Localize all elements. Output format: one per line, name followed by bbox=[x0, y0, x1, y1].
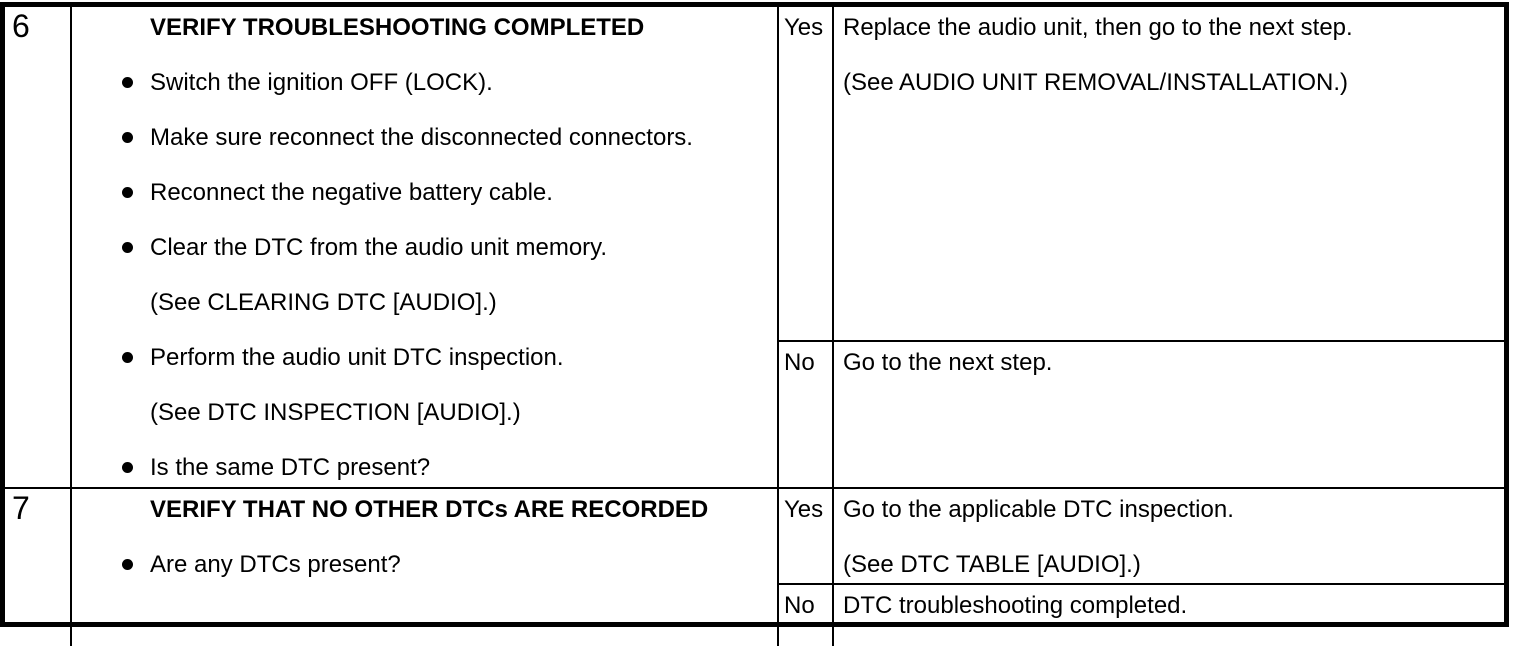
step-number-cell: 6 bbox=[5, 7, 72, 487]
action-item-text: Are any DTCs present? bbox=[150, 551, 401, 578]
action-cell: VERIFY THAT NO OTHER DTCs ARE RECORDED A… bbox=[72, 489, 779, 646]
action-item-text: Switch the ignition OFF (LOCK). bbox=[150, 69, 493, 96]
result-cell: Go to the next step. bbox=[834, 342, 1504, 487]
result-line: DTC troubleshooting completed. bbox=[843, 592, 1188, 619]
result-line-reference: (See AUDIO UNIT REMOVAL/INSTALLATION.) bbox=[843, 69, 1348, 96]
step-number: 6 bbox=[12, 8, 30, 44]
bullet-icon bbox=[122, 352, 133, 363]
action-item-text: Is the same DTC present? bbox=[150, 454, 431, 481]
answer-label: No bbox=[784, 349, 815, 376]
action-item: Make sure reconnect the disconnected con… bbox=[122, 123, 777, 178]
action-title: VERIFY TROUBLESHOOTING COMPLETED bbox=[150, 13, 777, 68]
answer-cell: Yes bbox=[779, 489, 834, 583]
action-item-text: Reconnect the negative battery cable. bbox=[150, 179, 553, 206]
results-cell-group: Yes Replace the audio unit, then go to t… bbox=[779, 7, 1504, 487]
result-cell: Go to the applicable DTC inspection. (Se… bbox=[834, 489, 1504, 583]
result-row-no: No Go to the next step. bbox=[779, 342, 1504, 487]
result-row-yes: Yes Replace the audio unit, then go to t… bbox=[779, 7, 1504, 342]
action-item-reference: (See CLEARING DTC [AUDIO].) bbox=[150, 288, 777, 343]
answer-cell: Yes bbox=[779, 7, 834, 340]
step-number-cell: 7 bbox=[5, 489, 72, 646]
bullet-icon bbox=[122, 242, 133, 253]
results-cell-group: Yes Go to the applicable DTC inspection.… bbox=[779, 489, 1504, 646]
action-title-text: VERIFY THAT NO OTHER DTCs ARE RECORDED bbox=[150, 496, 709, 523]
action-item: Perform the audio unit DTC inspection. bbox=[122, 343, 777, 398]
answer-label: Yes bbox=[784, 496, 824, 523]
result-cell: DTC troubleshooting completed. bbox=[834, 585, 1504, 646]
action-item: Are any DTCs present? bbox=[122, 550, 777, 605]
action-item-reference: (See DTC INSPECTION [AUDIO].) bbox=[150, 398, 777, 453]
action-item: Clear the DTC from the audio unit memory… bbox=[122, 233, 777, 288]
result-line: Replace the audio unit, then go to the n… bbox=[843, 14, 1353, 41]
action-item-text: (See CLEARING DTC [AUDIO].) bbox=[150, 289, 497, 316]
action-item: Reconnect the negative battery cable. bbox=[122, 178, 777, 233]
action-item-text: Perform the audio unit DTC inspection. bbox=[150, 344, 564, 371]
bullet-icon bbox=[122, 559, 133, 570]
table-row-step-7: 7 VERIFY THAT NO OTHER DTCs ARE RECORDED… bbox=[5, 489, 1504, 646]
result-row-yes: Yes Go to the applicable DTC inspection.… bbox=[779, 489, 1504, 585]
action-item-text: (See DTC INSPECTION [AUDIO].) bbox=[150, 399, 521, 426]
result-row-no: No DTC troubleshooting completed. bbox=[779, 585, 1504, 646]
action-item-text: Make sure reconnect the disconnected con… bbox=[150, 124, 693, 151]
answer-label: No bbox=[784, 592, 815, 619]
answer-cell: No bbox=[779, 585, 834, 646]
answer-cell: No bbox=[779, 342, 834, 487]
answer-label: Yes bbox=[784, 14, 824, 41]
step-number: 7 bbox=[12, 490, 30, 526]
bullet-icon bbox=[122, 462, 133, 473]
action-item: Switch the ignition OFF (LOCK). bbox=[122, 68, 777, 123]
result-cell: Replace the audio unit, then go to the n… bbox=[834, 7, 1504, 340]
result-line: Go to the next step. bbox=[843, 349, 1053, 376]
result-line: Go to the applicable DTC inspection. bbox=[843, 496, 1234, 523]
action-title: VERIFY THAT NO OTHER DTCs ARE RECORDED bbox=[150, 495, 777, 550]
bullet-icon bbox=[122, 77, 133, 88]
table-row-step-6: 6 VERIFY TROUBLESHOOTING COMPLETED Switc… bbox=[5, 7, 1504, 489]
action-cell: VERIFY TROUBLESHOOTING COMPLETED Switch … bbox=[72, 7, 779, 487]
bullet-icon bbox=[122, 187, 133, 198]
bullet-icon bbox=[122, 132, 133, 143]
result-line-reference: (See DTC TABLE [AUDIO].) bbox=[843, 551, 1141, 578]
action-item: Is the same DTC present? bbox=[122, 453, 777, 508]
action-title-text: VERIFY TROUBLESHOOTING COMPLETED bbox=[150, 14, 645, 41]
action-item-text: Clear the DTC from the audio unit memory… bbox=[150, 234, 608, 261]
